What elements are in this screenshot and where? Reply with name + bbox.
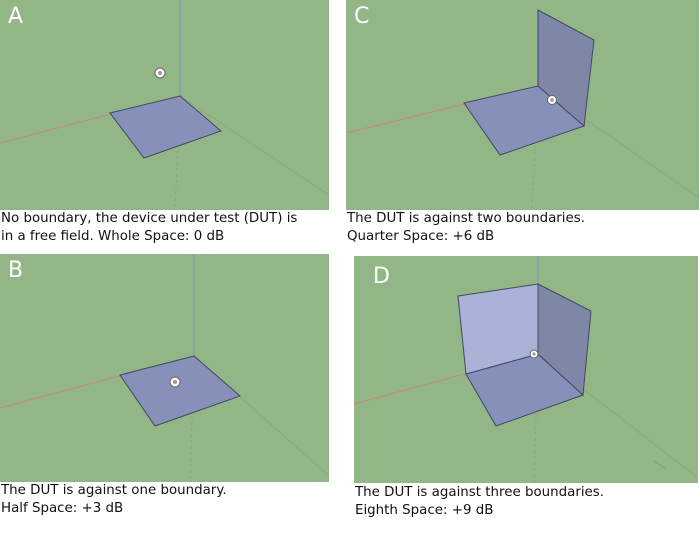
- floor-boundary-panel: [109, 95, 222, 159]
- caption-line: No boundary, the device under test (DUT)…: [1, 211, 298, 226]
- panel-b-view: B: [0, 254, 329, 482]
- panel-b-scene: [0, 254, 329, 482]
- panel-c-view: C: [346, 0, 699, 210]
- panel-d-caption: The DUT is against three boundaries. Eig…: [355, 484, 604, 520]
- caption-line: in a free field. Whole Space: 0 dB: [1, 229, 225, 244]
- panel-c-scene: [346, 0, 699, 210]
- caption-line: Eighth Space: +9 dB: [355, 503, 494, 518]
- green-axis-line: [179, 95, 329, 196]
- panel-a-view: A: [0, 0, 329, 210]
- caption-line: The DUT is against one boundary.: [1, 483, 227, 498]
- caption-line: The DUT is against two boundaries.: [347, 211, 585, 226]
- caption-line: The DUT is against three boundaries.: [355, 485, 605, 500]
- panel-d-label: D: [373, 264, 390, 289]
- panel-a-label: A: [8, 4, 24, 29]
- panel-c-label: C: [354, 4, 370, 29]
- caption-line: Half Space: +3 dB: [1, 501, 124, 516]
- right-wall-boundary-panel: [537, 283, 592, 397]
- panel-c-caption: The DUT is against two boundaries. Quart…: [347, 210, 585, 246]
- panel-b-caption: The DUT is against one boundary. Half Sp…: [1, 482, 227, 518]
- panel-d-scene: [354, 256, 698, 483]
- panel-d-view: D: [354, 256, 698, 483]
- panel-b-label: B: [8, 258, 24, 283]
- caption-line: Quarter Space: +6 dB: [347, 229, 495, 244]
- panel-a-caption: No boundary, the device under test (DUT)…: [1, 210, 297, 246]
- floor-boundary-panel: [119, 355, 241, 427]
- panel-a-scene: [0, 0, 329, 210]
